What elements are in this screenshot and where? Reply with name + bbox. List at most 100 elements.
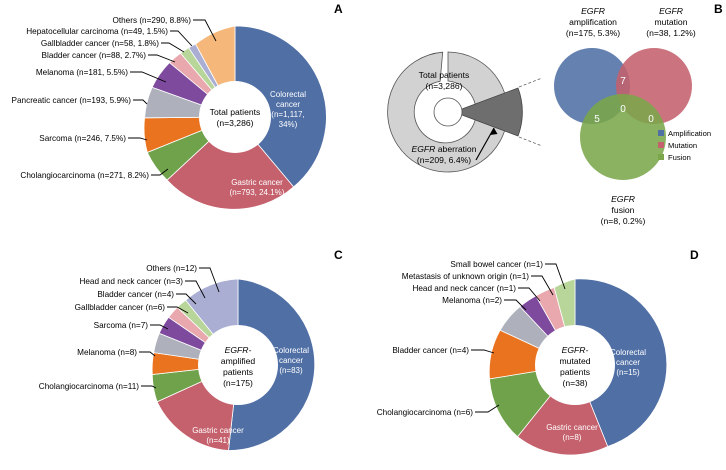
leader-line-cholangio-d (475, 404, 500, 413)
label-melanoma-a: Melanoma (n=181, 5.5%) (36, 68, 128, 77)
pie-chart-a: Total patients (n=3,286) Colorectal canc… (12, 16, 327, 210)
slice-label-colorectal-l4: 34%) (279, 120, 298, 129)
label-melanoma-d: Melanoma (n=2) (442, 296, 502, 305)
slice-label-colorectal-c-l1: Colorectal (273, 346, 309, 355)
label-cholangiocarcinoma-c: Cholangiocarcinoma (n=11) (39, 382, 139, 391)
slice-label-colorectal-c-l3: (n=83) (279, 366, 303, 375)
donut-aberration-label-l2: (n=209, 6.4%) (417, 155, 471, 165)
label-headneck-d: Head and neck cancer (n=1) (412, 284, 516, 293)
legend-label-mutation: Mutation (668, 141, 697, 150)
label-sarcoma-a: Sarcoma (n=246, 7.5%) (39, 134, 126, 143)
slice-label-gastric-d-l2: (n=8) (563, 433, 582, 442)
slice-label-gastric-d-l1: Gastric cancer (546, 423, 598, 432)
slice-colorectal-d[interactable] (574, 278, 668, 447)
center-label-d-l3: (n=38) (562, 378, 587, 388)
panel-letter-a: A (334, 2, 343, 16)
slice-label-colorectal-l3: (n=1,117, (271, 110, 304, 119)
pie-chart-d: EGFR- mutated patients (n=38) Colorectal… (377, 260, 668, 456)
donut-chart-b: Total patients (n=3,286) EGFR aberration… (387, 51, 543, 173)
slice-label-gastric-c-l1: Gastric cancer (192, 426, 244, 435)
label-gallbladder-c: Gallbladder cancer (n=6) (75, 303, 166, 312)
pie-slices-a (143, 25, 327, 210)
venn-mut-italic: EGFR (659, 6, 683, 16)
label-others-a: Others (n=290, 8.8%) (112, 16, 191, 25)
venn-diagram-b: EGFR amplification (n=175, 5.3%) EGFR mu… (554, 6, 711, 226)
pie-chart-c: EGFR- amplified patients (n=175) Colorec… (39, 264, 316, 451)
legend-label-amplification: Amplification (668, 129, 711, 138)
label-bladder-d: Bladder cancer (n=4) (392, 346, 469, 355)
slice-label-colorectal-c-l2: cancer (279, 356, 303, 365)
panel-b: B Total patients (n=3,286) EGFR aberrati… (366, 0, 726, 240)
label-cholangiocarcinoma-a: Cholangiocarcinoma (n=271, 8.2%) (20, 171, 149, 180)
slice-colorectal[interactable] (234, 25, 327, 188)
label-metastasis-d: Metastasis of unknown origin (n=1) (402, 272, 529, 281)
label-melanoma-c: Melanoma (n=8) (77, 348, 137, 357)
donut-total-label-l1: Total patients (419, 70, 470, 80)
venn-circle-fusion[interactable] (580, 94, 666, 180)
label-bladder-a: Bladder cancer (n=88, 2.7%) (42, 51, 147, 60)
legend-swatch-fusion (658, 154, 664, 160)
center-label-c-italic: EGFR- (225, 345, 252, 355)
center-label-c-l1: amplified (221, 356, 256, 366)
venn-count-all-three: 0 (620, 104, 626, 115)
leader-lines-c (139, 267, 220, 389)
donut-hole-c (198, 325, 278, 405)
center-label-d-l1: mutated (559, 356, 590, 366)
venn-title-fusion-l2: fusion (612, 205, 635, 215)
donut-aberration-label-l1: EGFR aberration (412, 144, 477, 154)
venn-title-amplification-l1: EGFR (581, 6, 605, 16)
label-bladder-c: Bladder cancer (n=4) (97, 290, 174, 299)
slice-label-gastric-l1: Gastric cancer (231, 178, 283, 187)
slice-label-colorectal-l2: cancer (276, 100, 300, 109)
center-label-d-italic: EGFR- (562, 345, 589, 355)
label-smallbowel-d: Small bowel cancer (n=1) (450, 260, 543, 269)
donut-hole-d (535, 325, 615, 405)
venn-legend: Amplification Mutation Fusion (658, 129, 711, 162)
venn-title-amplification-l2: amplification (569, 17, 617, 27)
panel-letter-c: C (334, 248, 343, 262)
label-headneck-c: Head and neck cancer (n=3) (79, 277, 183, 286)
venn-title-fusion-l1: EGFR (611, 194, 635, 204)
panel-c: C EGFR- amplified patients (n=175) (0, 240, 366, 470)
donut-total-label-l2: (n=3,286) (425, 81, 462, 91)
slice-label-colorectal-l1: Colorectal (270, 90, 306, 99)
venn-title-mutation-l1: EGFR (659, 6, 683, 16)
pie-slices-d (488, 278, 668, 456)
label-sarcoma-c: Sarcoma (n=7) (94, 321, 149, 330)
label-hepatocellular-a: Hepatocellular carcinoma (n=49, 1.5%) (26, 27, 168, 36)
center-label-c-l2: patients (223, 367, 253, 377)
slice-gastric-d[interactable] (516, 364, 609, 456)
leader-lines-a (128, 19, 217, 176)
slice-gastric[interactable] (166, 116, 295, 210)
slice-label-gastric-c-l2: (n=41) (206, 436, 230, 445)
donut-hole-a (199, 81, 271, 153)
panel-letter-d: D (690, 248, 699, 262)
center-label-d-l2: patients (560, 367, 590, 377)
slice-label-gastric-l2: (n=793, 24.1%) (230, 188, 285, 197)
center-label-c-l3: (n=175) (223, 378, 253, 388)
venn-title-mutation-sub: (n=38, 1.2%) (646, 28, 696, 38)
legend-swatch-mutation (658, 142, 664, 148)
venn-count-amp-mut: 7 (620, 76, 626, 87)
center-label-a-line1: Total patients (210, 107, 261, 117)
venn-title-mutation-l2: mutation (655, 17, 688, 27)
donut-aberration-italic: EGFR (412, 144, 436, 154)
venn-amp-italic: EGFR (581, 6, 605, 16)
slice-label-colorectal-d-l2: cancer (616, 358, 640, 367)
pie-slices-c (151, 278, 316, 451)
explode-dash-bottom (518, 136, 543, 147)
slice-label-colorectal-d-l1: Colorectal (610, 348, 646, 357)
leader-lines-d (504, 263, 566, 311)
label-pancreatic-a: Pancreatic cancer (n=193, 5.9%) (12, 96, 132, 105)
label-gallbladder-a: Gallbladder cancer (n=58, 1.8%) (41, 39, 159, 48)
donut-aberration-rest: aberration (435, 144, 476, 154)
panel-letter-b: B (714, 2, 723, 16)
leader-line-bladder-d (471, 349, 495, 354)
donut-aberration-slice[interactable] (452, 87, 523, 137)
label-others-c: Others (n=12) (146, 264, 197, 273)
donut-hole-b (433, 97, 463, 127)
slice-label-colorectal-d-l3: (n=15) (616, 368, 640, 377)
callout-arrow-head (490, 128, 498, 135)
venn-title-amplification-sub: (n=175, 5.3%) (566, 28, 620, 38)
panel-b-graphic: Total patients (n=3,286) EGFR aberration… (387, 6, 711, 226)
